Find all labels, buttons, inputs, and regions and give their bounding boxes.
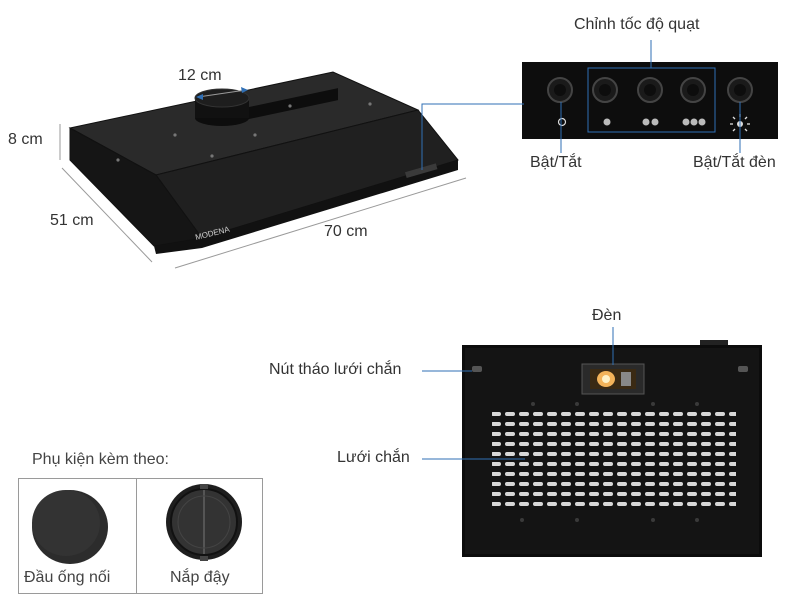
control-panel: [522, 62, 778, 139]
knob-speed-2[interactable]: [637, 77, 663, 103]
depth-label: 51 cm: [50, 212, 94, 229]
knob-light[interactable]: [727, 77, 753, 103]
duct-diameter-label: 12 cm: [178, 67, 222, 84]
filter-release-label: Nút tháo lưới chắn: [269, 361, 402, 378]
callout-connector: [421, 103, 524, 170]
width-label: 70 cm: [324, 223, 368, 240]
light-toggle-label: Bật/Tắt đèn: [693, 154, 776, 171]
speed-3-indicator-icon: [682, 118, 706, 126]
dimension-lines: [59, 89, 467, 269]
knob-speed-1[interactable]: [592, 77, 618, 103]
accessory-cover-cap-image: [166, 484, 242, 561]
accessories-heading: Phụ kiện kèm theo:: [32, 451, 169, 468]
speed-1-indicator-icon: [603, 118, 611, 126]
knob-speed-3[interactable]: [680, 77, 706, 103]
range-hood-3d: MODENA: [68, 71, 459, 254]
filter-grille: [492, 412, 736, 510]
lamp-label: Đèn: [592, 307, 622, 324]
accessory-label: Nắp đậy: [170, 569, 230, 586]
hood-underside: [462, 340, 762, 557]
accessory-duct-connector-image: [32, 490, 108, 564]
accessories-divider: [136, 478, 137, 594]
speed-control-label: Chỉnh tốc độ quạt: [574, 16, 700, 33]
height-label: 8 cm: [8, 131, 43, 148]
power-toggle-label: Bật/Tắt: [530, 154, 582, 171]
lamp: [581, 363, 645, 395]
knob-power[interactable]: [547, 77, 573, 103]
filter-release-button-right[interactable]: [738, 366, 748, 372]
speed-2-indicator-icon: [642, 118, 659, 126]
accessory-label: Đầu ống nối: [24, 569, 111, 586]
filter-label: Lưới chắn: [337, 449, 410, 466]
accessories-box: [18, 478, 263, 594]
power-indicator-icon: [557, 117, 567, 127]
vent-slots: [238, 88, 338, 122]
filter-release-button-left[interactable]: [472, 366, 482, 372]
